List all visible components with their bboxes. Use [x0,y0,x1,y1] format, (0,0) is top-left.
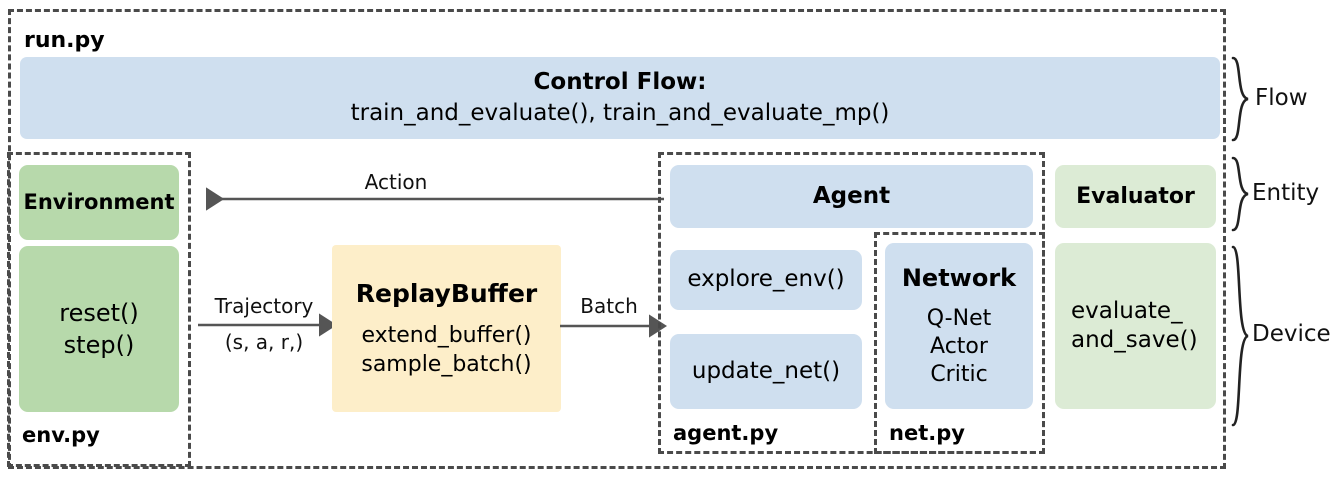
entity-brace-label: Entity [1252,180,1320,206]
device-brace-label: Device [1252,321,1331,347]
net-py-file-label: net.py [889,421,965,445]
flow-brace-label: Flow [1255,85,1308,111]
agent-entity-card: Agent [670,165,1033,228]
agent-py-file-label: agent.py [673,421,779,445]
evaluator-method-card: evaluate_ and_save() [1055,243,1216,409]
evaluator-entity-label: Evaluator [1076,183,1195,209]
replay-buffer-card: ReplayBuffer extend_buffer() sample_batc… [332,245,561,412]
network-entity-card: Network Q-Net Actor Critic [885,243,1033,409]
agent-entity-label: Agent [812,182,891,209]
action-arrow-label: Action [364,170,428,194]
run-py-file-label: run.py [24,28,105,53]
agent-method-explore-env-card: explore_env() [670,250,862,310]
evaluator-method-line2: and_save() [1071,327,1198,353]
replay-buffer-title: ReplayBuffer [355,279,538,309]
evaluator-method-line1: evaluate_ [1071,297,1183,324]
network-item-qnet: Q-Net [926,306,992,332]
agent-method-update-net-card: update_net() [670,334,862,409]
flow-brace-icon [1231,56,1249,142]
environment-methods-card: reset() step() [19,246,179,412]
environment-entity-label: Environment [23,190,175,215]
environment-entity-card: Environment [19,165,179,240]
evaluator-entity-card: Evaluator [1055,165,1216,228]
network-entity-label: Network [901,263,1017,292]
network-item-actor: Actor [930,334,988,360]
agent-method-update-net-label: update_net() [691,357,841,384]
control-flow-functions: train_and_evaluate(), train_and_evaluate… [350,99,890,126]
batch-arrow [560,314,667,338]
trajectory-arrow-sublabel: (s, a, r,) [224,330,304,354]
action-arrow [206,187,664,211]
agent-method-explore-env-label: explore_env() [687,266,845,293]
replay-buffer-method-extend: extend_buffer() [361,322,532,348]
control-flow-card: Control Flow: train_and_evaluate(), trai… [20,57,1220,139]
batch-arrow-label: Batch [580,294,638,318]
env-py-container [7,152,191,467]
net-py-container [874,232,1045,454]
entity-brace-icon [1231,156,1249,232]
device-brace-icon [1231,245,1249,427]
trajectory-arrow-label: Trajectory [214,294,314,318]
trajectory-arrow [198,313,337,337]
replay-buffer-method-sample: sample_batch() [361,351,532,377]
environment-method-reset: reset() [59,298,139,327]
env-py-file-label: env.py [22,423,100,447]
control-flow-title: Control Flow: [533,69,707,96]
network-item-critic: Critic [930,362,988,388]
environment-method-step: step() [63,331,135,359]
